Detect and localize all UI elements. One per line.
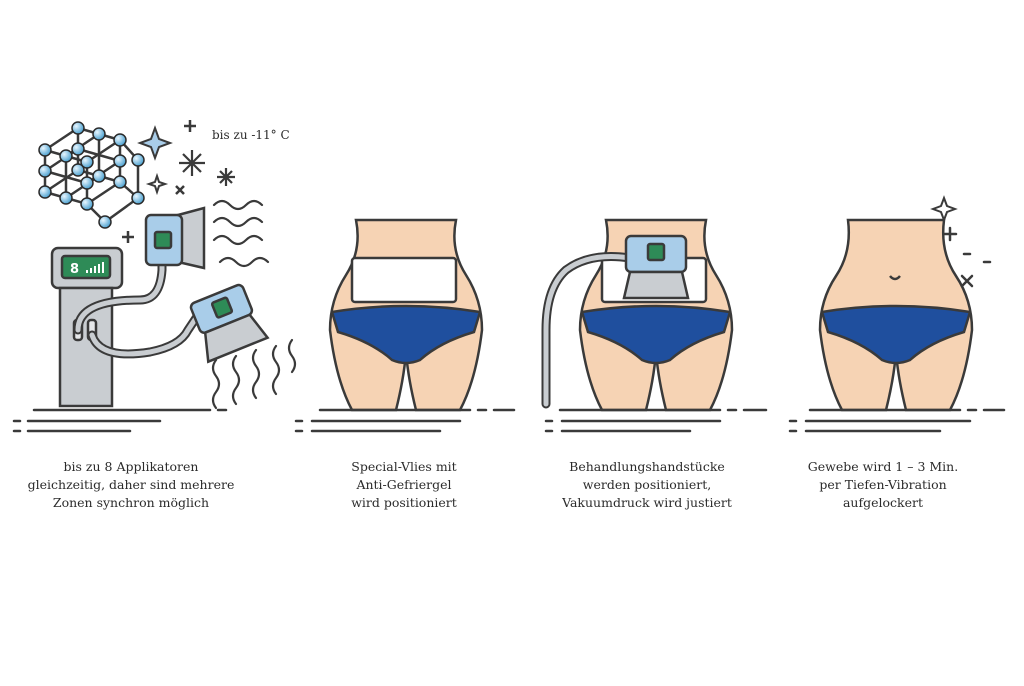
- caption-line: Zonen synchron möglich: [52, 495, 210, 510]
- wave-icon: [212, 199, 270, 268]
- caption-line: gleichzeitig, daher sind mehrere: [27, 477, 235, 492]
- device-screen-number: 8: [70, 262, 80, 277]
- torso-icon: [818, 218, 974, 412]
- caption-line: per Tiefen-Vibration: [819, 477, 947, 492]
- screen-bars-icon: [86, 262, 104, 273]
- snowflake-icon: [179, 150, 235, 186]
- hose: [73, 257, 201, 359]
- caption-line: Vakuumdruck wird justiert: [562, 495, 732, 510]
- caption-line: werden positioniert,: [582, 477, 712, 492]
- caption-line: Behandlungshandstücke: [569, 459, 725, 474]
- step-caption-4: Gewebe wird 1 – 3 Min. per Tiefen-Vibrat…: [768, 458, 998, 512]
- caption-line: bis zu 8 Applikatoren: [63, 459, 199, 474]
- torso-icon: [328, 218, 484, 412]
- caption-line: Anti-Gefriergel: [356, 477, 452, 492]
- ground-lines: [788, 408, 1006, 433]
- applicator-icon: [189, 283, 270, 364]
- wave-icon: [211, 338, 297, 410]
- ground-lines: [294, 408, 516, 433]
- temperature-label: bis zu -11° C: [212, 128, 290, 142]
- applicator-icon: [144, 206, 206, 270]
- step-caption-1: bis zu 8 Applikatoren gleichzeitig, dahe…: [16, 458, 246, 512]
- caption-line: Gewebe wird 1 – 3 Min.: [807, 459, 959, 474]
- hose: [541, 252, 635, 409]
- step-caption-2: Special-Vlies mit Anti-Gefriergel wird p…: [289, 458, 519, 512]
- sparkle-icon: [145, 172, 169, 196]
- ground-lines: [544, 408, 768, 433]
- sparkle-icon: [930, 195, 958, 223]
- caption-line: Special-Vlies mit: [351, 459, 457, 474]
- applicator-icon: [622, 234, 690, 300]
- sparkle-icon: [137, 125, 173, 161]
- ground-lines: [12, 408, 228, 433]
- plus-icon: [942, 226, 992, 288]
- crystal-nodes: [38, 121, 145, 229]
- plus-icon: [122, 120, 196, 243]
- caption-line: wird positioniert: [351, 495, 457, 510]
- step-caption-3: Behandlungshandstücke werden positionier…: [532, 458, 762, 512]
- caption-line: aufgelockert: [842, 495, 924, 510]
